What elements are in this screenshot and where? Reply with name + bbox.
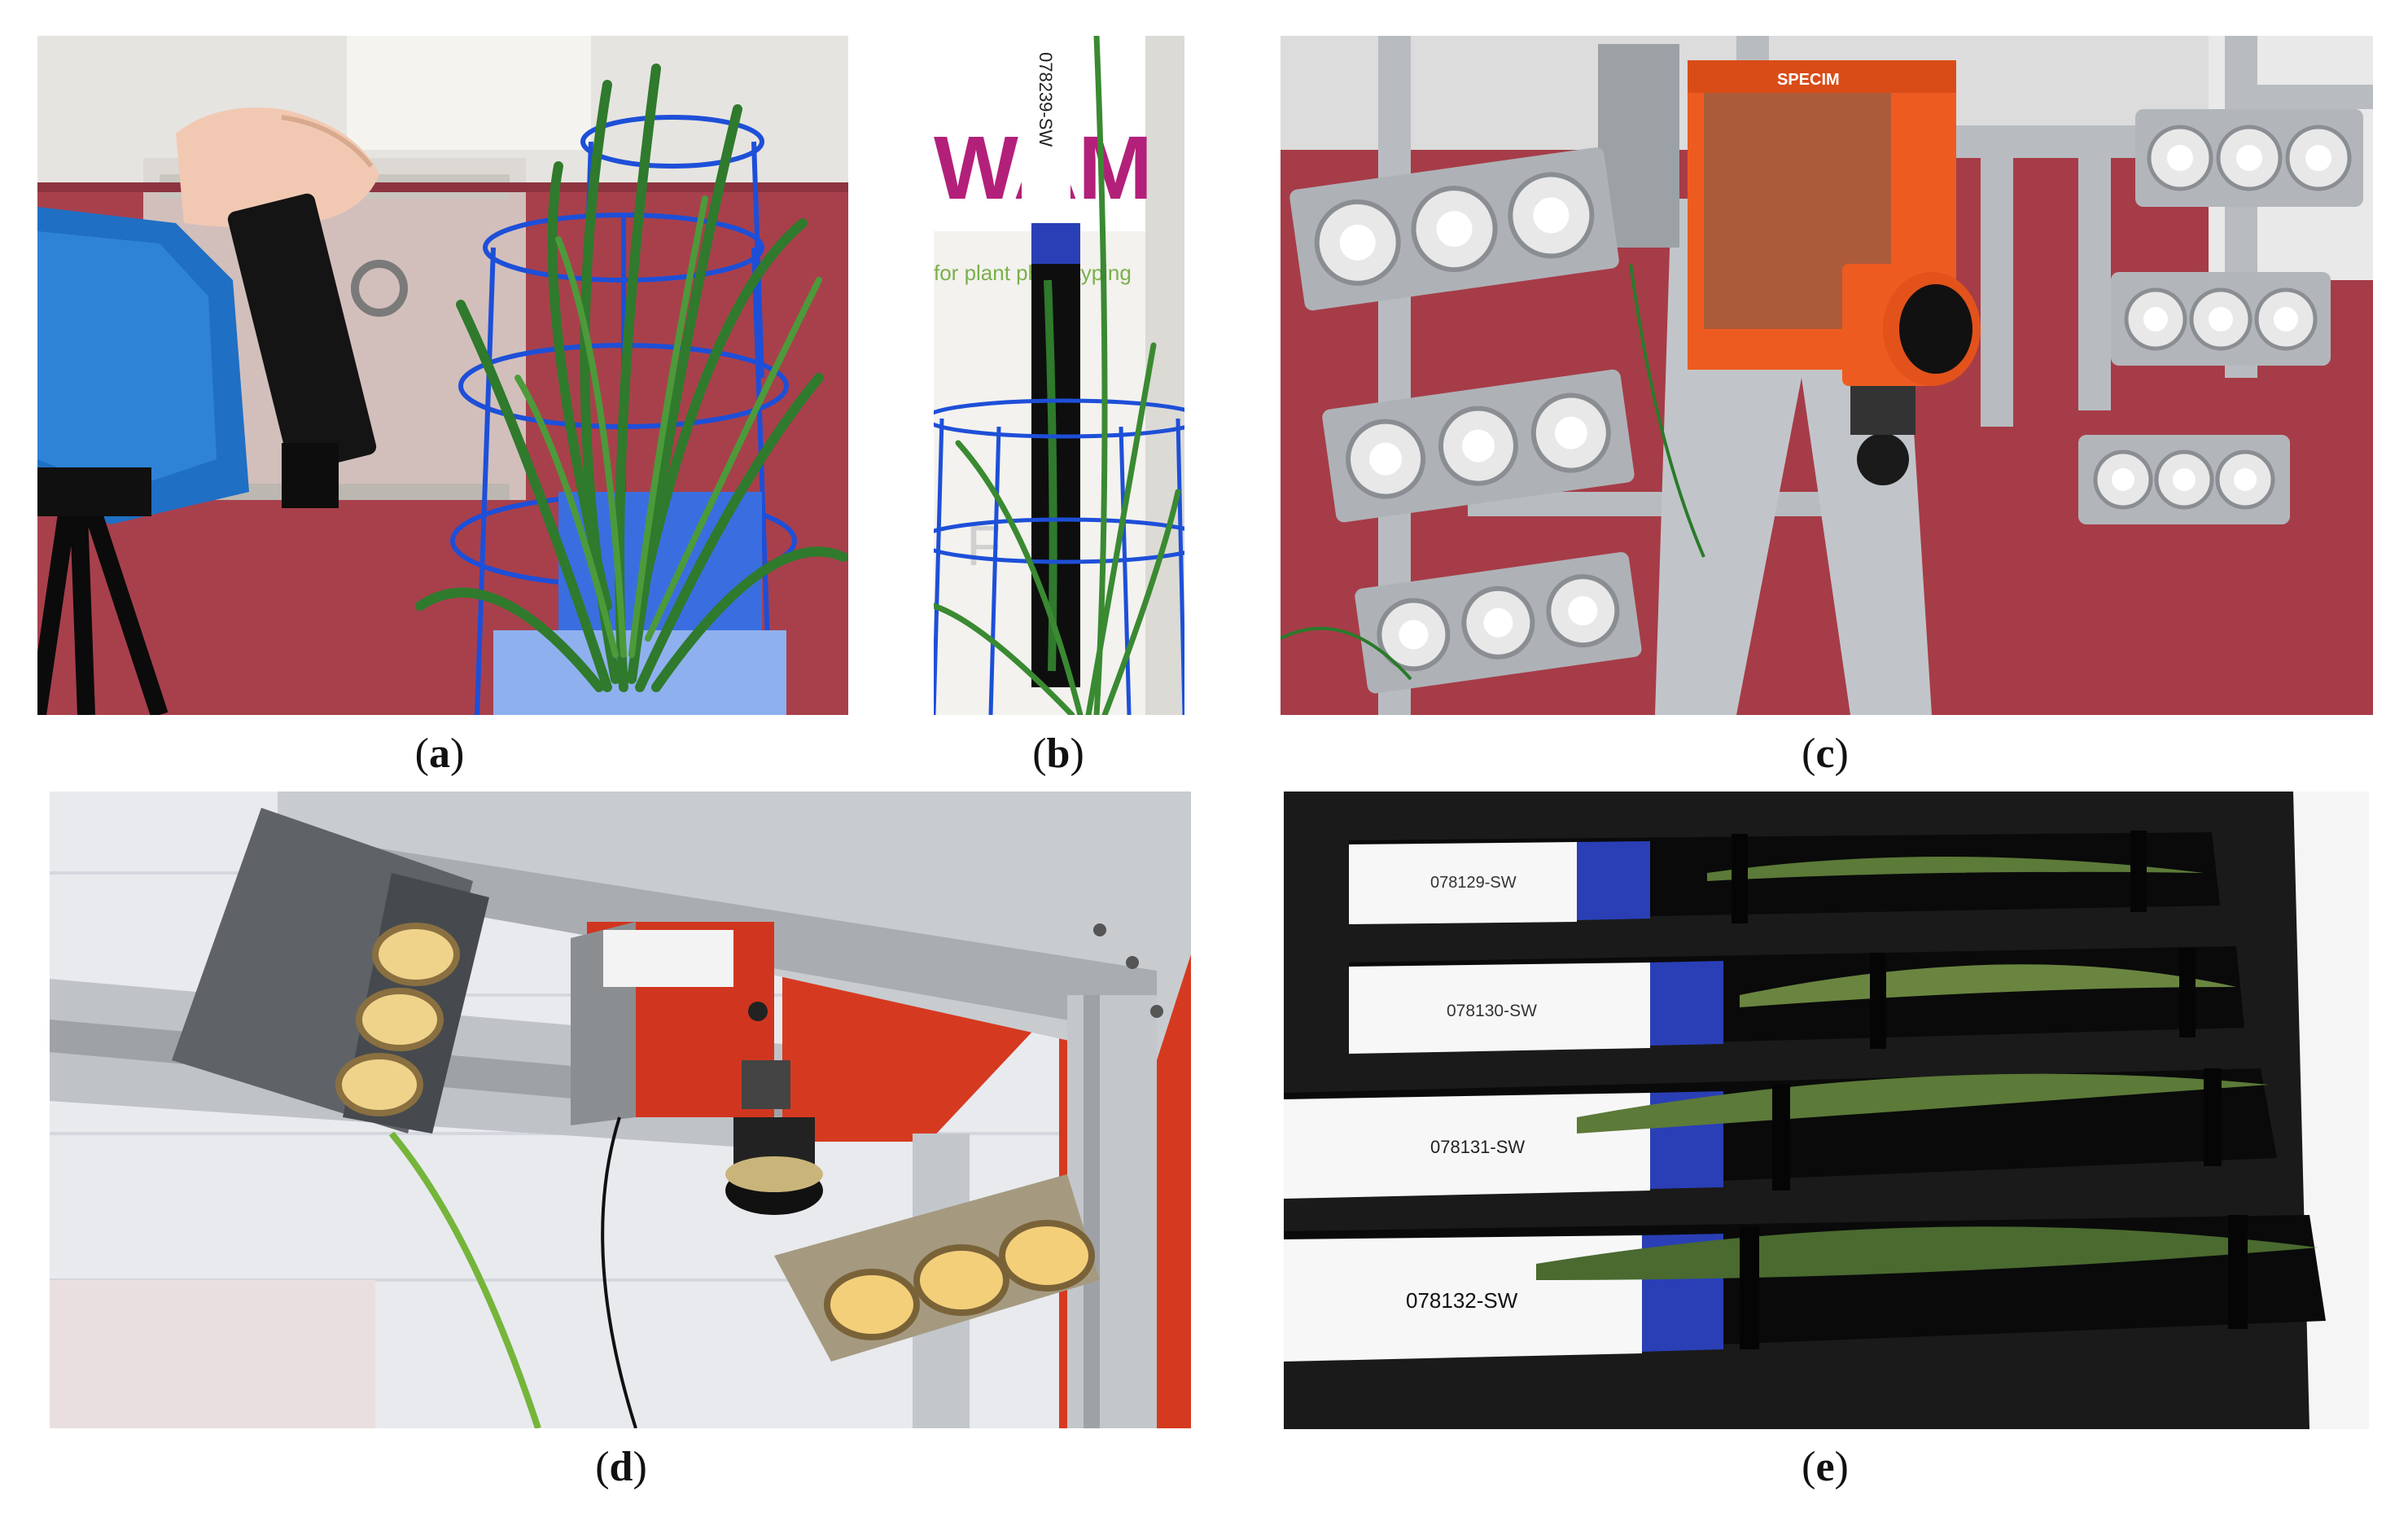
caption-b-text: (b) [1032,730,1084,777]
panel-d-photo [50,792,1191,1428]
lamp-array-left [1289,147,1642,694]
leaf-label-4: 078132-SW [1406,1288,1518,1313]
panel-e-photo: 078129-SW 078130-SW 078131-SW [1284,792,2369,1429]
caption-e: (e) [1752,1446,1898,1489]
leaf-board-4: 078132-SW [1284,1215,2326,1362]
leaf-board-3: 078131-SW [1284,1068,2277,1199]
leaf-board-1: 078129-SW [1349,831,2220,924]
caption-c: (c) [1752,733,1898,775]
caption-a: (a) [366,733,513,775]
leaf-label-1: 078129-SW [1430,874,1517,892]
camera-brand-text: SPECIM [1777,71,1840,89]
caption-b: (b) [985,733,1132,775]
caption-d: (d) [548,1446,694,1489]
caption-e-text: (e) [1802,1444,1849,1490]
panel-a-photo [37,36,848,715]
leaf-label-2: 078130-SW [1447,1002,1537,1020]
panel-b-photo: WAM for plant phenotyping F 078239-SW [934,36,1184,715]
caption-a-text: (a) [414,730,465,777]
panel-c-photo: SPECIM [1281,36,2373,715]
caption-d-text: (d) [595,1444,647,1490]
leaf-board-2: 078130-SW [1349,946,2244,1054]
caption-c-text: (c) [1802,730,1849,777]
sample-label-vertical: 078239-SW [1035,52,1056,147]
leaf-label-3: 078131-SW [1430,1137,1525,1157]
lamp-array-right [2078,109,2363,524]
